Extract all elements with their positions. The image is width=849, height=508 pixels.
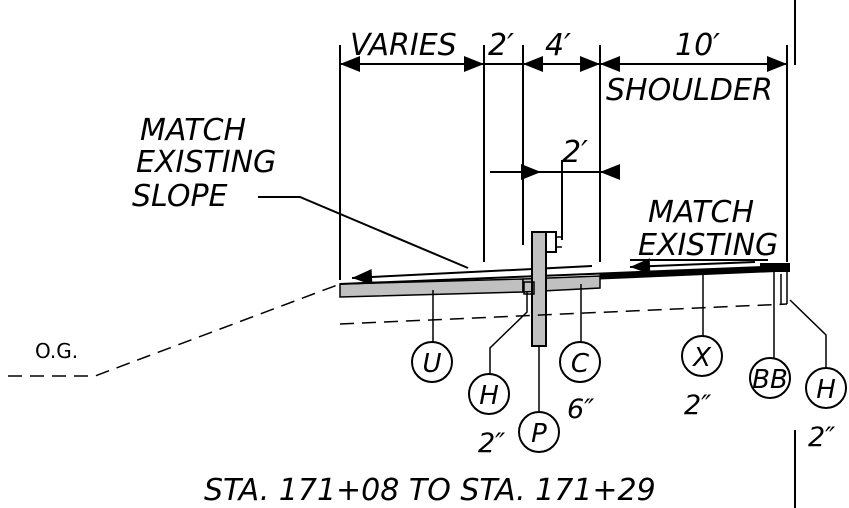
callout-p-label: P [531, 419, 547, 449]
guardrail-blockout [545, 231, 557, 253]
match-slope-line1: MATCH [140, 113, 246, 148]
match-slope-line2: EXISTING [136, 145, 276, 180]
shoulder-label: SHOULDER [606, 73, 773, 108]
dim-10ft-label: 10′ [675, 28, 720, 63]
station-caption: STA. 171+08 TO STA. 171+29 [204, 473, 656, 508]
callout-x: X [681, 335, 723, 377]
slope-arrow-right [629, 258, 756, 275]
pavement-top [339, 265, 788, 285]
callout-u: U [411, 341, 453, 383]
callout-h-left-label: H [479, 381, 499, 411]
callout-c: C [559, 341, 601, 383]
dim-2ft-label: 2′ [488, 28, 514, 63]
callout-h-right-label: H [816, 375, 836, 405]
thickness-h-left: 2″ [478, 428, 505, 459]
callout-x-label: X [691, 343, 712, 373]
callout-h-right: H [805, 367, 847, 409]
pavement-layer-u [339, 278, 524, 298]
callout-bb-label: BB [752, 365, 788, 395]
leader-h-left [489, 292, 528, 374]
shoulder-edge-bb [760, 263, 790, 272]
leader-h-right [789, 299, 827, 368]
dim-4ft-label: 4′ [545, 28, 571, 63]
thickness-x: 2″ [684, 390, 711, 421]
callout-c-label: C [571, 349, 590, 379]
match-slope-line3: SLOPE [132, 179, 228, 214]
match-existing-line1: MATCH [648, 195, 754, 230]
dim-inner-2ft-label: 2′ [562, 135, 588, 170]
match-slope-leader [258, 196, 469, 269]
post-hinge-plate [523, 281, 535, 295]
subgrade-line [339, 303, 788, 325]
callout-u-label: U [422, 349, 441, 379]
og-label: O.G. [35, 339, 78, 363]
original-ground-line [8, 283, 341, 377]
slope-arrow-left [351, 265, 593, 285]
thickness-h-right: 2″ [808, 422, 835, 453]
callout-p: P [518, 411, 560, 453]
callout-h-left: H [468, 373, 510, 415]
match-existing-line2: EXISTING [638, 228, 778, 263]
thickness-c: 6″ [567, 394, 594, 425]
callout-bb: BB [749, 357, 791, 399]
dim-varies-label: VARIES [350, 28, 457, 63]
